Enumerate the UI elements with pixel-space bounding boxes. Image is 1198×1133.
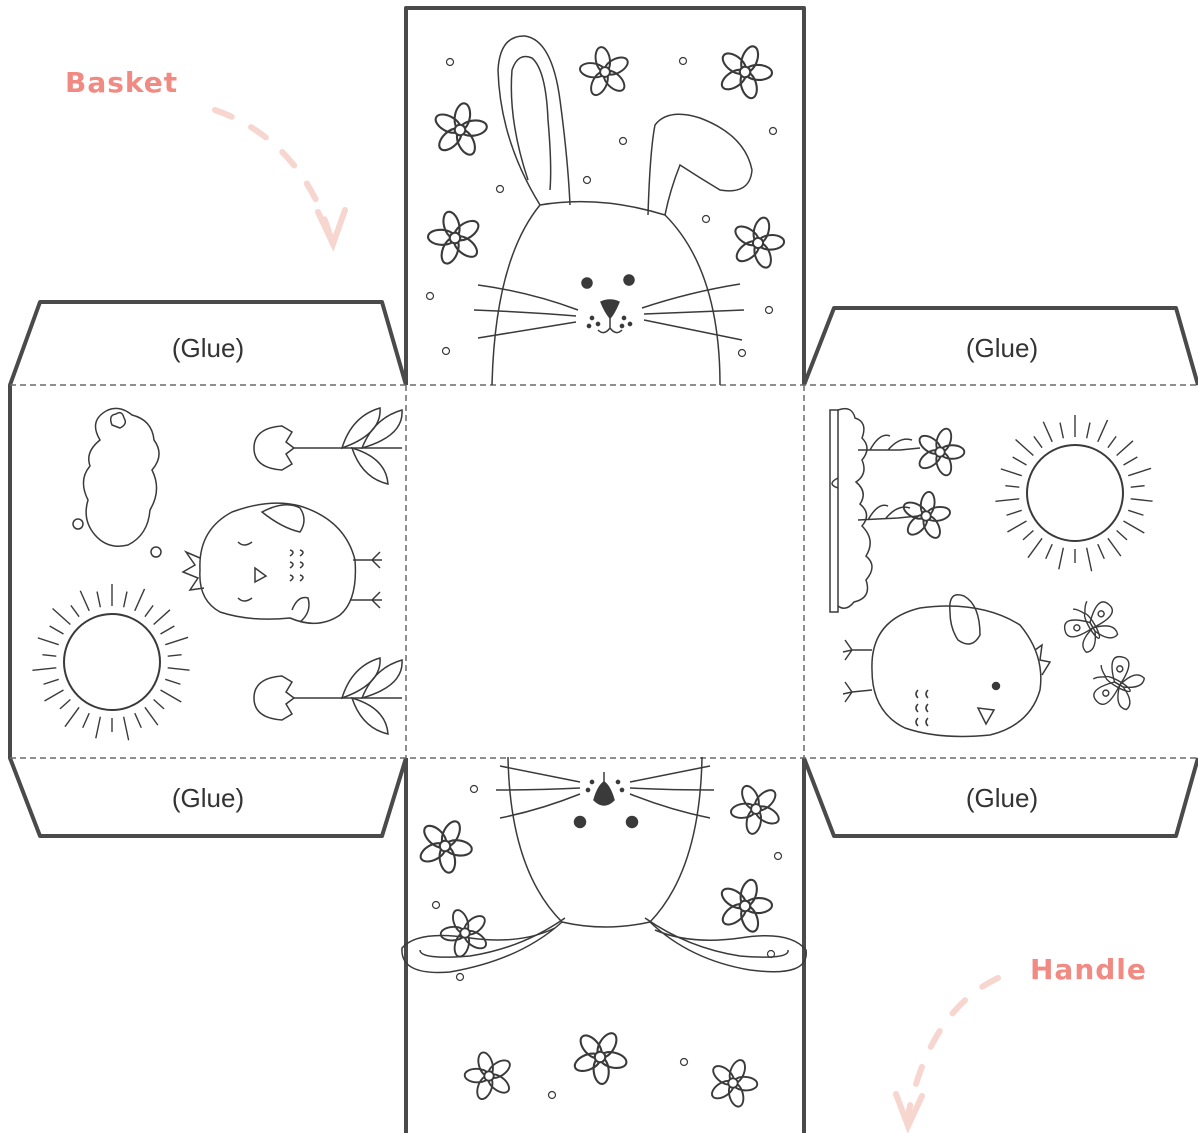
right-sun-icon bbox=[994, 414, 1154, 573]
glue-flap-bottom-left: (Glue) bbox=[171, 783, 245, 813]
bottom-panel-flowers bbox=[411, 779, 787, 1114]
butterfly-icon-top bbox=[1056, 591, 1126, 658]
basket-label: Basket bbox=[65, 66, 179, 99]
handle-arrow-icon bbox=[905, 975, 1001, 1118]
handle-label: Handle bbox=[1030, 953, 1147, 986]
fold-lines bbox=[10, 384, 1198, 759]
bunny-icon bbox=[473, 35, 753, 386]
cloud-icon bbox=[72, 407, 162, 558]
glue-flap-top-left: (Glue) bbox=[171, 333, 245, 363]
bottom-panel-dots bbox=[431, 784, 783, 1100]
bush-icon bbox=[829, 407, 921, 613]
glue-flap-bottom-right: (Glue) bbox=[965, 783, 1039, 813]
bunny-upside-down-icon bbox=[401, 756, 807, 974]
glue-flap-top-right: (Glue) bbox=[965, 333, 1039, 363]
handle-arrow-head-icon bbox=[893, 1091, 925, 1133]
basket-outline bbox=[8, 6, 1198, 1133]
left-tulip-top-icon bbox=[253, 407, 403, 485]
butterfly-icon-bottom bbox=[1083, 648, 1150, 718]
left-tulip-bottom-icon bbox=[253, 657, 403, 735]
left-chick-icon bbox=[181, 502, 382, 624]
basket-arrow-icon bbox=[212, 107, 333, 238]
top-panel-dots bbox=[425, 56, 778, 358]
basket-arrow-head-icon bbox=[315, 207, 348, 252]
right-panel-flowers bbox=[897, 425, 966, 546]
right-chick-icon bbox=[842, 594, 1052, 738]
left-sun-icon bbox=[31, 583, 191, 742]
top-panel-flowers bbox=[419, 36, 792, 276]
